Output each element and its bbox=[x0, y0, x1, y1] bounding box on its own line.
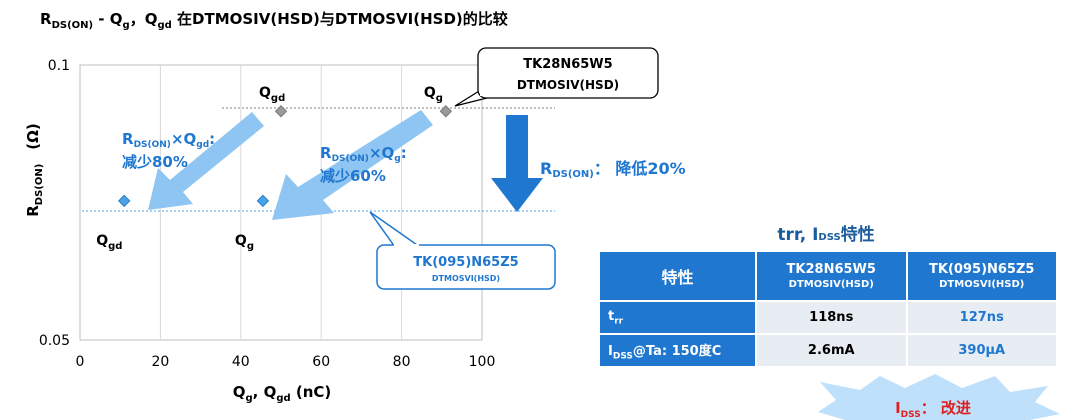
data-point-dtmosiv bbox=[274, 105, 288, 118]
new-device-series: DTMOSVI(HSD) bbox=[432, 274, 500, 283]
cell-idss-new: 390μA bbox=[906, 333, 1058, 366]
point-label: Qgd bbox=[96, 233, 122, 252]
cell-idss-old: 2.6mA bbox=[756, 333, 908, 366]
header-characteristic: 特性 bbox=[600, 250, 757, 301]
x-tick-label: 0 bbox=[76, 354, 85, 370]
y-tick-label: 0.1 bbox=[48, 58, 70, 74]
old-device-series: DTMOSIV(HSD) bbox=[517, 78, 619, 92]
x-tick-label: 20 bbox=[151, 354, 169, 370]
x-tick-label: 80 bbox=[393, 354, 411, 370]
cell-trr-new: 127ns bbox=[906, 300, 1058, 334]
point-label: Qg bbox=[235, 233, 254, 252]
x-tick-label: 100 bbox=[469, 354, 496, 370]
idss-improved-text: IDSS： 改进 bbox=[895, 399, 971, 420]
cell-trr-old: 118ns bbox=[756, 300, 908, 334]
data-point-dtmosvi bbox=[256, 194, 270, 208]
ron-reduction-arrow bbox=[491, 115, 543, 212]
row-label-idss: IDSS@Ta: 150度C bbox=[600, 333, 757, 366]
y-tick-label: 0.05 bbox=[39, 333, 70, 349]
plot-area bbox=[79, 64, 483, 341]
gd-reduction-arrow bbox=[148, 112, 264, 210]
x-axis-label: Qg, Qgd (nC) bbox=[233, 383, 332, 404]
row-label-trr: trr bbox=[600, 300, 757, 334]
new-device-callout: TK(095)N65Z5 DTMOSVI(HSD) bbox=[369, 211, 556, 290]
table-row-trr: trr 118ns 127ns bbox=[600, 300, 1058, 334]
plot-border bbox=[79, 64, 483, 341]
old-device-part: TK28N65W5 bbox=[523, 57, 612, 72]
g-reduction-text: RDS(ON)×Qg: 减少60% bbox=[320, 144, 412, 185]
point-label: Qg bbox=[424, 85, 443, 104]
axis-ticks: 0 20 40 60 80 100 0.1 0.05 bbox=[39, 58, 496, 370]
old-device-callout: TK28N65W5 DTMOSIV(HSD) bbox=[454, 47, 659, 107]
ron-reduction-text: RDS(ON)： 降低20% bbox=[540, 159, 686, 180]
table-title: trr, IDSS特性 bbox=[777, 225, 875, 245]
g-reduction-arrow bbox=[272, 110, 433, 220]
page-title: RDS(ON) - Qg，Qgd 在DTMOSIV(HSD)与DTMOSVI(H… bbox=[40, 10, 508, 31]
idss-burst bbox=[818, 374, 1060, 420]
new-device-part: TK(095)N65Z5 bbox=[413, 255, 518, 270]
data-point-dtmosvi bbox=[118, 194, 131, 208]
data-point-dtmosiv bbox=[439, 105, 453, 118]
table-row-idss: IDSS@Ta: 150度C 2.6mA 390μA bbox=[600, 333, 1058, 366]
y-axis-label: RDS(ON)(Ω) bbox=[24, 123, 45, 217]
gd-reduction-text: RDS(ON)×Qgd: 减少80% bbox=[122, 130, 220, 171]
point-label: Qgd bbox=[259, 85, 285, 104]
x-tick-label: 60 bbox=[312, 354, 330, 370]
x-tick-label: 40 bbox=[232, 354, 250, 370]
